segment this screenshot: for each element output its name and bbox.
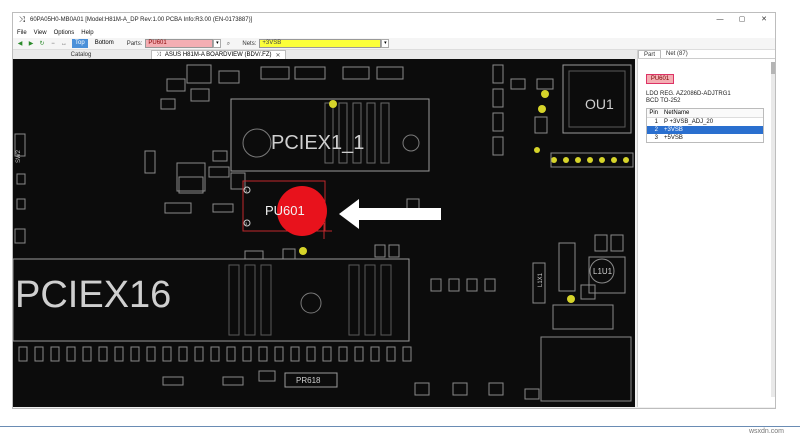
- window-title: 60PA05H0-MB0A01 [Model:H81M-A_DP Rev:1.0…: [30, 17, 253, 23]
- tab-net[interactable]: Net (87): [666, 51, 688, 57]
- pciex16-label: PCIEX16: [15, 274, 171, 316]
- scrollbar-thumb[interactable]: [771, 62, 775, 74]
- part-description-line1: LDO REG. AZ2086D-ADJTRG1: [646, 91, 731, 97]
- top-side-button[interactable]: Top: [72, 39, 88, 48]
- panel-scrollbar[interactable]: [771, 62, 775, 397]
- sw2-label: SW2: [16, 149, 22, 163]
- menu-file[interactable]: File: [17, 29, 27, 36]
- file-tab-label: ASUS H81M-A BOARDVIEW (BDV/.FZ): [164, 52, 272, 58]
- minimize-button[interactable]: —: [716, 16, 724, 23]
- net-name: P +3VSB_ADJ_20: [664, 119, 714, 125]
- zoom-out-icon[interactable]: −: [51, 40, 55, 47]
- open-icon[interactable]: ◀: [17, 40, 23, 47]
- pu601-label: PU601: [265, 203, 305, 218]
- file-tab[interactable]: ⤨ ASUS H81M-A BOARDVIEW (BDV/.FZ) ✕: [151, 50, 286, 59]
- table-row[interactable]: 1 P +3VSB_ADJ_20: [647, 118, 763, 126]
- pciex1-slot: PCIEX1_1: [230, 98, 430, 172]
- app-icon: ⤨: [18, 15, 26, 24]
- toolbar: ◀ ▶ ↻ − ↔ Top Bottom Parts: PU601 ▾ ⌕ Ne…: [13, 38, 775, 50]
- close-tab-icon[interactable]: ✕: [275, 52, 281, 59]
- nets-dropdown-icon[interactable]: ▾: [381, 39, 390, 48]
- divider: [0, 426, 800, 427]
- net-name: +3VSB: [664, 127, 683, 133]
- window-controls: — ▢ ✕: [709, 13, 775, 27]
- close-button[interactable]: ✕: [761, 16, 767, 23]
- pin-number: 1: [654, 119, 658, 125]
- netname-column-header[interactable]: NetName: [664, 110, 690, 116]
- ou1-label: OU1: [585, 96, 614, 112]
- watermark: wsxdn.com: [748, 428, 784, 435]
- nets-label: Nets:: [242, 40, 257, 47]
- pin-icon[interactable]: ⤨: [156, 51, 161, 58]
- l1u1-label: L1U1: [593, 267, 613, 276]
- title-bar: ⤨ 60PA05H0-MB0A01 [Model:H81M-A_DP Rev:1…: [13, 13, 775, 27]
- net-pads: [299, 90, 629, 303]
- pr618-label: PR618: [296, 376, 321, 385]
- lower-right-components: [430, 234, 632, 402]
- highlight-circle: [277, 186, 327, 236]
- pin-table-header: Pin NetName: [647, 109, 763, 118]
- catalog-tab[interactable]: Catalog: [70, 51, 92, 58]
- pciex1-label: PCIEX1_1: [271, 132, 364, 154]
- pin-number: 2: [654, 127, 658, 133]
- parts-label: Parts:: [126, 40, 143, 47]
- refresh-icon[interactable]: ↻: [39, 40, 45, 47]
- maximize-button[interactable]: ▢: [738, 16, 746, 23]
- nets-input[interactable]: +3VSB: [259, 39, 382, 48]
- left-edge-components: [14, 133, 26, 244]
- parts-input[interactable]: PU601: [145, 39, 214, 48]
- small-components: [144, 64, 420, 262]
- bottom-side-button[interactable]: Bottom: [94, 40, 114, 46]
- selected-part-name: PU601: [646, 74, 674, 84]
- part-description: LDO REG. AZ2086D-ADJTRG1 BCD TO-252: [646, 91, 774, 105]
- arrow-icon: [339, 199, 441, 229]
- menu-help[interactable]: Help: [81, 29, 94, 36]
- pin-number: 3: [654, 135, 658, 141]
- parts-dropdown-icon[interactable]: ▾: [213, 39, 222, 48]
- menu-options[interactable]: Options: [53, 29, 75, 36]
- document-bar: Catalog ⤨ ASUS H81M-A BOARDVIEW (BDV/.FZ…: [13, 50, 775, 59]
- l1x1-label: L1X1: [538, 272, 544, 287]
- pr618-component: PR618: [284, 372, 338, 388]
- pin3-label: 3: [245, 221, 248, 226]
- zoom-fit-icon[interactable]: ↔: [61, 40, 67, 47]
- tab-part[interactable]: Part: [638, 50, 662, 58]
- pin-table: Pin NetName 1 P +3VSB_ADJ_20 2 +3VSB 3 +…: [646, 108, 764, 143]
- menu-bar: File View Options Help: [13, 27, 775, 38]
- table-row[interactable]: 3 +5VSB: [647, 134, 763, 142]
- properties-panel: Part Net (87) PU601 LDO REG. AZ2086D-ADJ…: [637, 50, 775, 407]
- board-view-canvas[interactable]: SW2 PCIEX1_1: [13, 59, 635, 407]
- search-icon[interactable]: ⌕: [226, 40, 231, 47]
- net-name: +5VSB: [664, 135, 683, 141]
- pciex16-slot: PCIEX16: [13, 258, 410, 342]
- menu-view[interactable]: View: [33, 29, 47, 36]
- pin1-label: 1: [245, 188, 248, 193]
- pu601-component: 1 3 PU601: [242, 180, 332, 239]
- table-row-selected[interactable]: 2 +3VSB: [647, 126, 763, 134]
- app-window: ⤨ 60PA05H0-MB0A01 [Model:H81M-A_DP Rev:1…: [12, 12, 776, 409]
- pin-column-header[interactable]: Pin: [649, 110, 658, 116]
- forward-icon[interactable]: ▶: [28, 40, 34, 47]
- part-description-line2: BCD TO-252: [646, 98, 681, 104]
- panel-tabs: Part Net (87): [638, 50, 775, 59]
- ou1-chip: OU1: [562, 64, 632, 134]
